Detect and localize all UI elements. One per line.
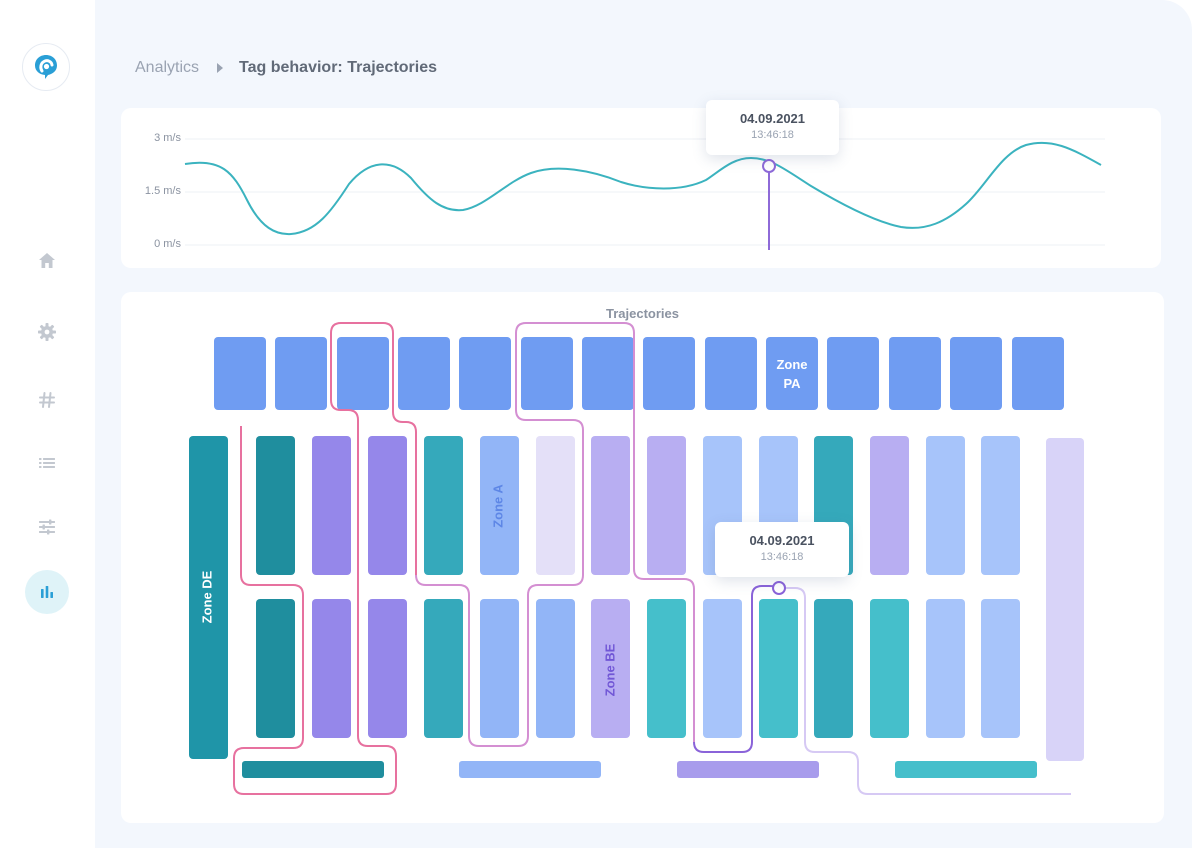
shelf-l10 [759,599,798,738]
zone-top-12 [889,337,941,410]
zone-top-5 [459,337,511,410]
hash-icon [39,392,55,408]
y-tick-3: 3 m/s [154,132,181,144]
nav-tags[interactable] [25,378,69,422]
location-pin-logo-icon [35,55,57,79]
speed-tooltip-time: 13:46:18 [751,129,794,141]
nav-home[interactable] [25,239,69,283]
shelf-u14 [981,436,1020,575]
zone-pa-label-2: PA [783,376,801,391]
trajectory-tooltip: 04.09.2021 13:46:18 [715,522,849,577]
shelf-l2 [312,599,351,738]
zone-pa [766,337,818,410]
shelf-l14 [981,599,1020,738]
speed-marker-point [762,159,776,173]
shelf-l12 [870,599,909,738]
nav-list[interactable] [25,441,69,485]
shelf-l13 [926,599,965,738]
zone-top-4 [398,337,450,410]
speed-tooltip-date: 04.09.2021 [739,111,806,126]
main-content: Analytics Tag behavior: Trajectories 3 m… [95,0,1192,848]
trajectories-card: Trajectories Zone PA [121,292,1164,823]
nav-settings[interactable] [25,310,69,354]
trajectories-map[interactable]: Zone PA Zone DE Zon [121,292,1164,823]
bottom-bar-4 [895,761,1037,778]
zone-top-9 [705,337,757,410]
trajectory-marker-point [772,581,786,595]
zone-a-label: Zone A [490,484,505,528]
nav-analytics[interactable] [25,570,69,614]
app-logo[interactable] [22,43,70,91]
shelf-u13 [926,436,965,575]
bottom-bar-2 [459,761,601,778]
zone-top-8 [643,337,695,410]
bottom-bar-3 [677,761,819,778]
trajectory-fade [779,587,1071,795]
home-icon [39,253,55,268]
nav-filters[interactable] [25,505,69,549]
shelf-u2 [312,436,351,575]
zone-de-label: Zone DE [199,570,214,623]
trajectory-pink-lilac [415,322,695,747]
zone-top-13 [950,337,1002,410]
shelf-u1 [256,436,295,575]
page-title: Tag behavior: Trajectories [239,59,438,76]
shelf-l5 [480,599,519,738]
shelf-l4 [424,599,463,738]
shelf-l11 [814,599,853,738]
trajectory-tooltip-date: 04.09.2021 [749,533,815,548]
zone-top-14 [1012,337,1064,410]
lower-shelf-row [256,599,1020,738]
zone-top-7 [582,337,634,410]
zone-top-2 [275,337,327,410]
trajectories-title: Trajectories [606,306,679,321]
speed-tooltip: 04.09.2021 13:46:18 [706,100,839,155]
trajectory-tooltip-time: 13:46:18 [760,551,804,563]
shelf-u6 [536,436,575,575]
zone-be [591,599,630,738]
zone-de [189,436,228,759]
zone-right-tall [1046,438,1084,761]
upper-shelf-row [256,436,1020,575]
zone-pa-label-1: Zone [776,357,807,372]
list-icon [39,458,55,468]
sliders-icon [39,519,55,535]
speed-chart-svg[interactable] [121,108,1161,268]
trajectory-pink [233,322,417,795]
y-tick-0: 0 m/s [154,238,181,250]
shelf-u3 [368,436,407,575]
shelf-l3 [368,599,407,738]
sidebar [0,0,95,848]
y-tick-1-5: 1.5 m/s [144,185,181,197]
shelf-u4 [424,436,463,575]
speed-chart-card: 3 m/s 1.5 m/s 0 m/s 04.09.2021 13:46:18 [121,100,1161,268]
zone-be-label: Zone BE [602,643,617,696]
shelf-l9 [703,599,742,738]
shelf-u12 [870,436,909,575]
top-zone-row [214,337,1064,410]
shelf-u7 [591,436,630,575]
zone-top-1 [214,337,266,410]
bottom-bar-1 [242,761,384,778]
bar-chart-icon [41,586,53,598]
chevron-right-icon [217,63,224,73]
speed-line [184,141,1102,236]
zone-a [480,436,519,575]
shelf-l1 [256,599,295,738]
zone-top-6 [521,337,573,410]
breadcrumb-analytics-link[interactable]: Analytics [135,59,200,76]
shelf-u8 [647,436,686,575]
shelf-l6 [536,599,575,738]
breadcrumb: Analytics Tag behavior: Trajectories [135,58,437,78]
zone-top-3 [337,337,389,410]
gear-icon [38,323,56,341]
shelf-l8 [647,599,686,738]
zone-top-11 [827,337,879,410]
